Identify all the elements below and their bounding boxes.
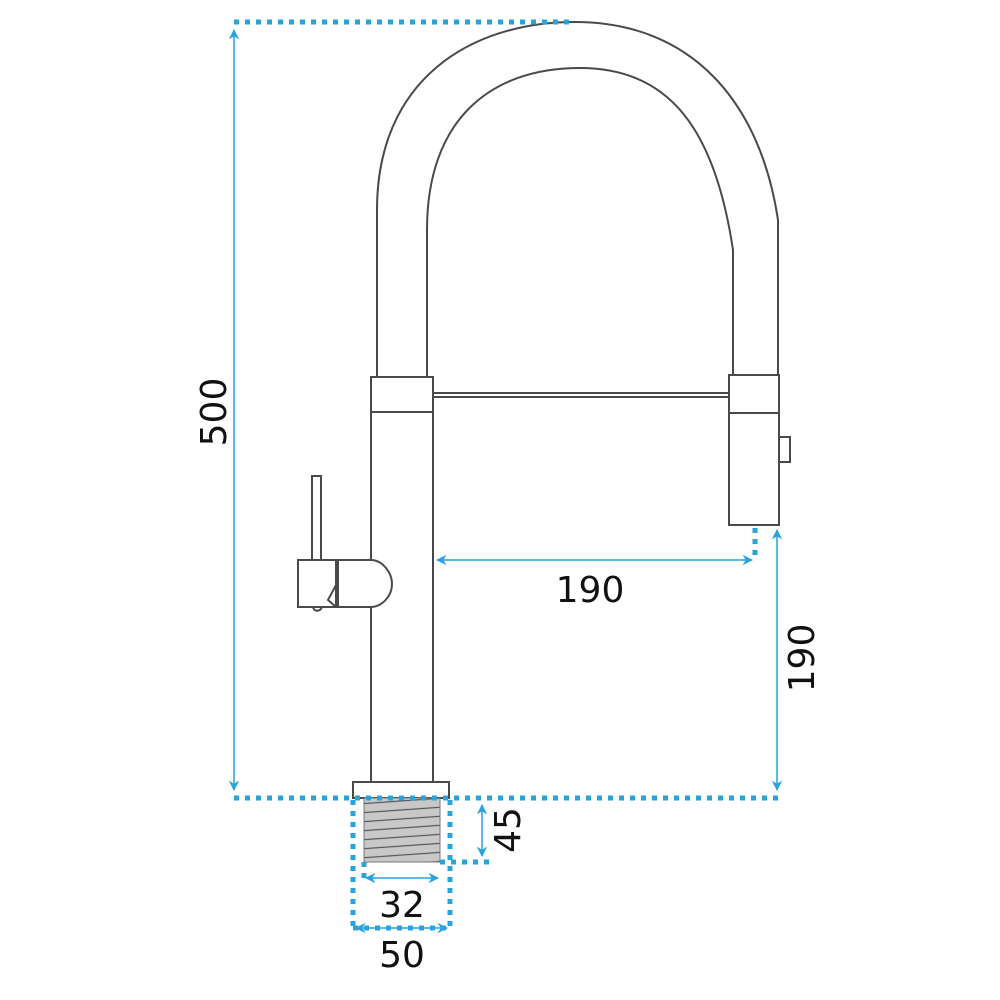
thread-length-label: 45 — [488, 807, 529, 853]
spout-arch-outer — [376, 20, 779, 378]
sprayhead-button — [779, 436, 791, 463]
dimension-lines — [228, 19, 783, 934]
faucet-outline — [297, 20, 791, 799]
lever-cap — [337, 559, 394, 608]
lever-stem — [311, 475, 322, 561]
height-label: 500 — [194, 378, 235, 447]
reach-label: 190 — [556, 570, 625, 611]
sprayhead-collar — [728, 374, 780, 414]
threaded-shank — [363, 797, 441, 863]
sprayhead — [728, 412, 780, 526]
thread-diameter-label: 32 — [379, 885, 425, 926]
lever-block — [297, 559, 337, 608]
spout-arch-inner — [426, 66, 734, 378]
clearance-label: 190 — [782, 624, 823, 693]
base-diameter-label: 50 — [379, 935, 425, 976]
body-collar — [370, 376, 434, 413]
